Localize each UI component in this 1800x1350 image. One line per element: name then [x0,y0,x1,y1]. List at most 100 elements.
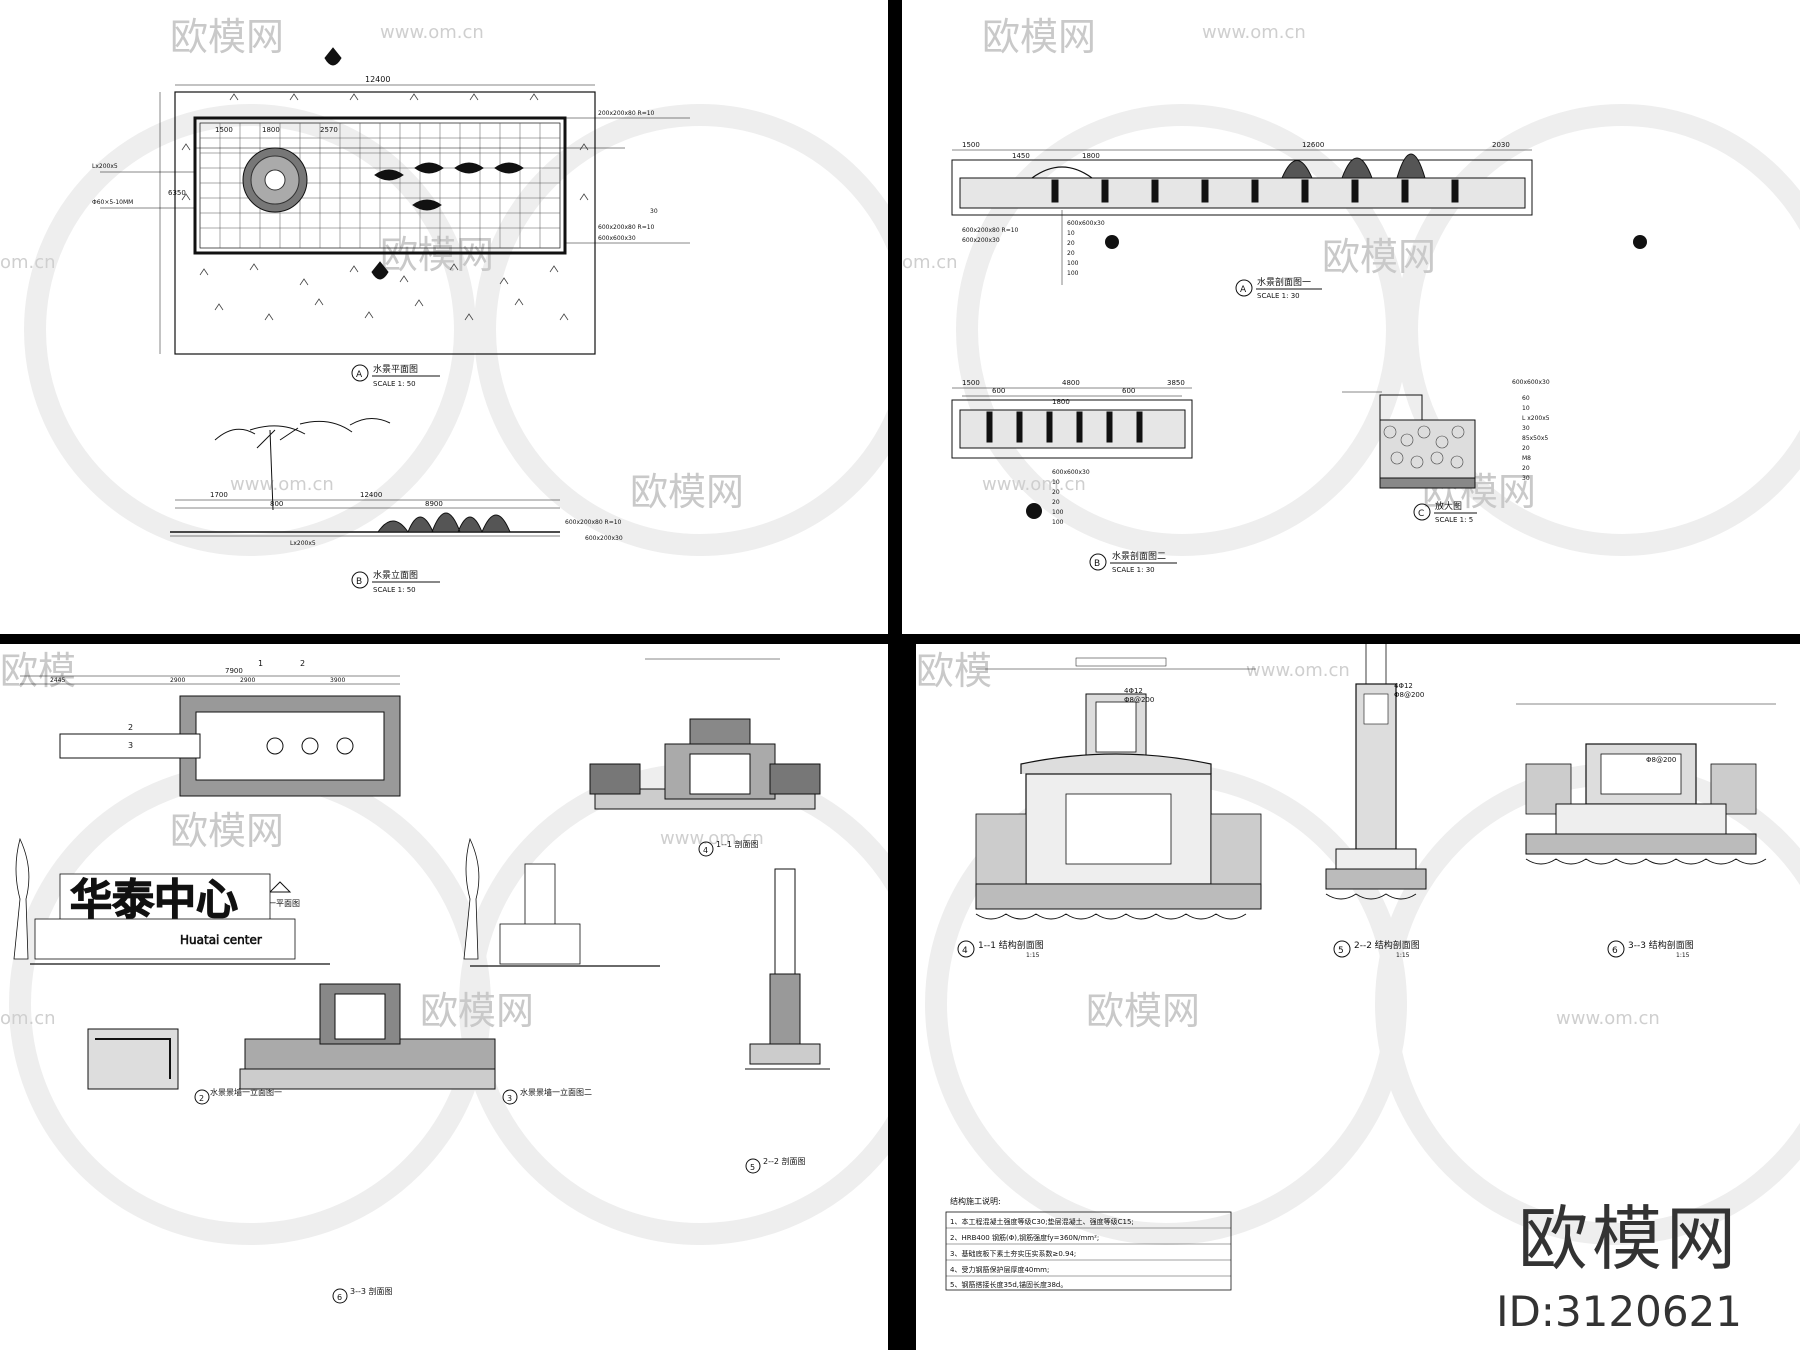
watermark-text: 欧模网 [170,809,284,853]
detail-note: 20 [1522,445,1530,452]
drawing-marker: 6 [1612,946,1618,956]
watermark-url: om.cn [902,252,958,273]
dim-label: 2030 [1492,141,1510,149]
detail-note: 60 [1522,395,1530,402]
section-note: 20 [1067,240,1075,247]
note-line: 5、钢筋搭接长度35d,锚固长度38d。 [950,1280,1067,1289]
rebar-label: 4Φ12 [1124,687,1143,695]
wall-elevation-2 [463,837,660,967]
watermark-url: www.om.cn [1556,1008,1660,1029]
section-a [951,149,1533,285]
section-note: 600x600x30 [1052,469,1090,476]
dim-label: 2570 [320,126,338,134]
watermark-url: www.om.cn [660,828,764,849]
dim-label: 7900 [225,667,243,675]
section-a-labels: 1500 1450 1800 12600 2030 600x200x80 R=1… [962,141,1647,300]
plan-note: Φ60×5-10MM [92,199,133,206]
wall-section-3-3-labels: 6 3--3 剖面图 [332,1286,393,1304]
watermark-layer: 欧模网 www.om.cn 欧模网 om.cn 欧模网 www.om.cn [902,15,1800,556]
drawing-title: 2--2 结构剖面图 [1354,939,1420,951]
watermark-url: www.om.cn [982,474,1086,495]
dim-label: 3850 [1167,379,1185,387]
detail-c [1342,391,1476,489]
dim-label: 1450 [1012,152,1030,160]
section-note: 600x200x80 R=10 [962,227,1019,234]
elevation-note: 600x200x30 [585,535,623,542]
watermark-text: 欧模 [0,649,76,693]
drawing-marker: A [356,370,363,380]
elevation-note: 600x200x80 R=10 [565,519,622,526]
plan-dimensions: 12400 1500 1800 2570 6350 Lx200x5 Φ60×5-… [92,75,658,242]
rebar-label: Φ8@200 [1124,696,1154,704]
drawing-title: 水景剖面图一 [1257,276,1311,288]
drawing-title: 水景平面图 [373,363,418,375]
drawing-scale: SCALE 1: 50 [373,586,416,594]
brand-id: ID:3120621 [1496,1287,1742,1336]
sign-chinese: 华泰中心 [70,875,238,924]
elevation-view [170,418,560,537]
wall-plan [20,675,401,893]
plan-note: 600x600x30 [598,235,636,242]
panel-structural-sections: 欧模 www.om.cn 欧模网 欧模网 www.om.cn 4Φ12 Φ8@2… [916,644,1800,1350]
wall-section-1-1 [589,658,821,810]
drawing-sheet-4: 欧模 www.om.cn 欧模网 欧模网 www.om.cn 4Φ12 Φ8@2… [916,644,1800,1291]
section-note: 600x200x30 [962,237,1000,244]
drawing-title: 3--3 剖面图 [350,1286,393,1296]
struct-section-1-1-labels: 4Φ12 Φ8@200 4 1--1 结构剖面图 1:15 [957,687,1154,959]
cut-marker: 1 [258,659,263,668]
cut-marker: 3 [128,741,133,750]
construction-notes: 结构施工说明: 1、本工程混凝土强度等级C30;垫层混凝土、强度等级C15; 2… [945,1196,1232,1291]
section-note: 20 [1052,499,1060,506]
note-line: 3、基础底板下素土夯实压实系数≥0.94; [950,1249,1076,1258]
section-b [951,387,1193,459]
drawing-marker: 2 [199,1094,204,1103]
watermark-text: 欧模 [916,649,992,693]
drawing-marker: C [1418,509,1424,519]
dim-label: 600 [992,387,1005,395]
drawing-marker: 5 [750,1163,755,1172]
section-b-labels: 1500 600 4800 1800 600 3850 600x600x30 1… [962,379,1185,574]
drawing-title: 水景立面图 [373,569,418,581]
drawing-scale: SCALE 1: 5 [1435,516,1473,524]
brand-logo-text: 欧模网 [1518,1198,1740,1280]
drawing-title: 1--1 结构剖面图 [978,939,1044,951]
watermark-url: om.cn [0,252,56,273]
drawing-marker: 3 [507,1094,512,1103]
dim-label: 4800 [1062,379,1080,387]
drawing-scale: SCALE 1: 50 [373,380,416,388]
drawing-sheet-3: 欧模 欧模网 www.om.cn 欧模网 om.cn 7900 2445 290… [0,649,888,1304]
wall-section-2-2 [745,868,830,1070]
plan-note: 30 [650,208,658,215]
drawing-title: 水景剖面图二 [1112,550,1166,562]
wall-section-1-1-labels: 4 1--1 剖面图 [698,839,759,857]
drawing-marker: 4 [703,846,708,855]
rebar-label: Φ8@200 [1646,756,1676,764]
dim-label: 8900 [425,500,443,508]
cut-marker: 2 [128,723,133,732]
struct-section-2-2 [1325,644,1427,900]
section-note: 100 [1052,509,1064,516]
drawing-sheet-2: 欧模网 www.om.cn 欧模网 om.cn 欧模网 www.om.cn 15… [902,15,1800,574]
detail-note: 20 [1522,465,1530,472]
drawing-scale: SCALE 1: 30 [1257,292,1300,300]
panel-feature-wall: 欧模 欧模网 www.om.cn 欧模网 om.cn 7900 2445 290… [0,644,888,1350]
drawing-marker: B [1094,559,1100,569]
dim-label: 12600 [1302,141,1324,149]
struct-section-2-2-labels: 4Φ12 Φ8@200 5 2--2 结构剖面图 1:15 [1333,682,1424,959]
struct-section-3-3-labels: Φ8@200 6 3--3 结构剖面图 1:15 [1607,756,1694,959]
section-note: 20 [1067,250,1075,257]
drawing-scale: 1:15 [1676,952,1690,959]
watermark-text: 欧模网 [380,233,494,277]
watermark-url: www.om.cn [230,474,334,495]
drawing-title: 水景景墙一立面图一 [210,1087,282,1097]
dim-label: 12400 [360,491,382,499]
dim-label: 1800 [262,126,280,134]
plan-view [100,47,690,355]
drawing-marker: A [1240,285,1247,295]
dim-label: 2900 [240,677,255,684]
dim-label: 2445 [50,677,65,684]
drawing-sheet-1: 欧模网 www.om.cn 欧模网 om.cn 欧模网 www.om.cn [0,15,888,594]
dim-label: 1500 [962,141,980,149]
rebar-label: 4Φ12 [1394,682,1413,690]
sign-english: Huatai center [180,933,262,947]
